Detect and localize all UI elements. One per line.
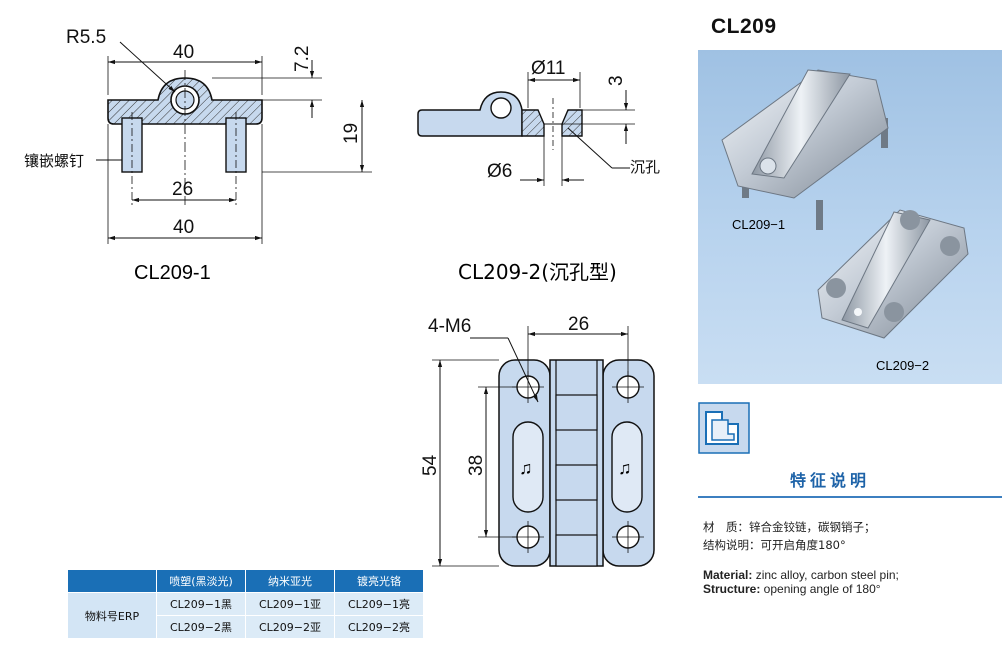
svg-text:♫: ♫ xyxy=(519,458,533,478)
photo-hinge-cl209-1 xyxy=(721,69,889,230)
erp-header-corner xyxy=(67,569,157,593)
dim-height: 19 xyxy=(341,123,362,144)
erp-cell: CL209−2亚 xyxy=(245,615,335,639)
drawing-cl209-2-side: Ø11 3 Ø6 沉孔 CL209-2(沉孔型) xyxy=(417,58,660,284)
product-photo: CL209−1 CL209−2 xyxy=(721,69,969,373)
feature-cn-material: 材 质：锌合金铰链，碳钢销子； xyxy=(703,520,876,534)
dim-radius: R5.5 xyxy=(66,27,106,48)
erp-col-header: 纳米亚光 xyxy=(245,569,335,593)
erp-cell: CL209−1亚 xyxy=(245,592,335,616)
dim-counterbore-dia: Ø11 xyxy=(531,58,566,79)
features-title: 特征说明 xyxy=(790,471,871,490)
drawing-cl209-1: R5.5 40 7.2 19 镶嵌螺钉 26 40 CL209-1 xyxy=(24,27,372,284)
erp-row-header: 物料号ERP xyxy=(67,592,157,639)
dim-height-top: 7.2 xyxy=(292,46,313,72)
photo-label-cl209-1: CL209−1 xyxy=(732,217,785,232)
dim-bottom-width: 40 xyxy=(173,217,194,238)
erp-header-row: 喷塑(黑淡光) 纳米亚光 镀亮光铬 xyxy=(67,569,424,593)
dim-stud-spacing: 26 xyxy=(172,179,193,200)
product-title: CL209 xyxy=(711,15,777,38)
erp-col-header: 镀亮光铬 xyxy=(334,569,424,593)
erp-cell: CL209−1黑 xyxy=(156,592,246,616)
feature-en-structure-label: Structure: xyxy=(703,582,761,596)
dim-holes: 4-M6 xyxy=(428,316,471,337)
dim-hole-spacing-x: 26 xyxy=(568,314,589,335)
caption-cl209-1: CL209-1 xyxy=(134,262,211,284)
table-row: CL209−2黑 CL209−2亚 CL209−2亮 xyxy=(68,615,424,639)
erp-cell: CL209−2黑 xyxy=(156,615,246,639)
photo-label-cl209-2: CL209−2 xyxy=(876,358,929,373)
features-divider xyxy=(698,496,1002,498)
feature-en-structure-text: opening angle of 180° xyxy=(760,582,881,596)
svg-text:♫: ♫ xyxy=(618,458,632,478)
feature-en-material-label: Material: xyxy=(703,568,753,582)
dim-depth: 3 xyxy=(606,75,627,86)
drawing-cl209-2-plan: ♫ ♫ 4-M6 26 54 38 xyxy=(420,314,655,567)
feature-en-structure: Structure: opening angle of 180° xyxy=(703,582,881,596)
dim-top-width: 40 xyxy=(173,42,194,63)
counterbore-label: 沉孔 xyxy=(630,158,660,176)
stud-label: 镶嵌螺钉 xyxy=(24,152,84,170)
erp-table: 喷塑(黑淡光) 纳米亚光 镀亮光铬 物料号ERP CL209−1黑 CL209−… xyxy=(67,569,424,639)
feature-en-material: Material: zinc alloy, carbon steel pin; xyxy=(703,568,899,582)
erp-col-header: 喷塑(黑淡光) xyxy=(156,569,246,593)
feature-cn-structure: 结构说明：可开启角度180° xyxy=(703,538,846,552)
dim-overall-height: 54 xyxy=(420,454,441,476)
caption-cl209-2: CL209-2(沉孔型) xyxy=(458,260,617,284)
product-photo-panel: CL209−1 CL209−2 xyxy=(698,50,1002,384)
erp-cell: CL209−2亮 xyxy=(334,615,424,639)
technical-drawings: R5.5 40 7.2 19 镶嵌螺钉 26 40 CL209-1 xyxy=(24,27,660,567)
hinge-section-icon xyxy=(698,402,750,454)
photo-hinge-cl209-2 xyxy=(817,209,969,339)
table-row: 物料号ERP CL209−1黑 CL209−1亚 CL209−1亮 xyxy=(67,592,424,639)
dim-hole-dia: Ø6 xyxy=(487,161,512,182)
erp-cell: CL209−1亮 xyxy=(334,592,424,616)
dim-hole-spacing-y: 38 xyxy=(466,455,487,476)
feature-en-material-text: zinc alloy, carbon steel pin; xyxy=(752,568,899,582)
